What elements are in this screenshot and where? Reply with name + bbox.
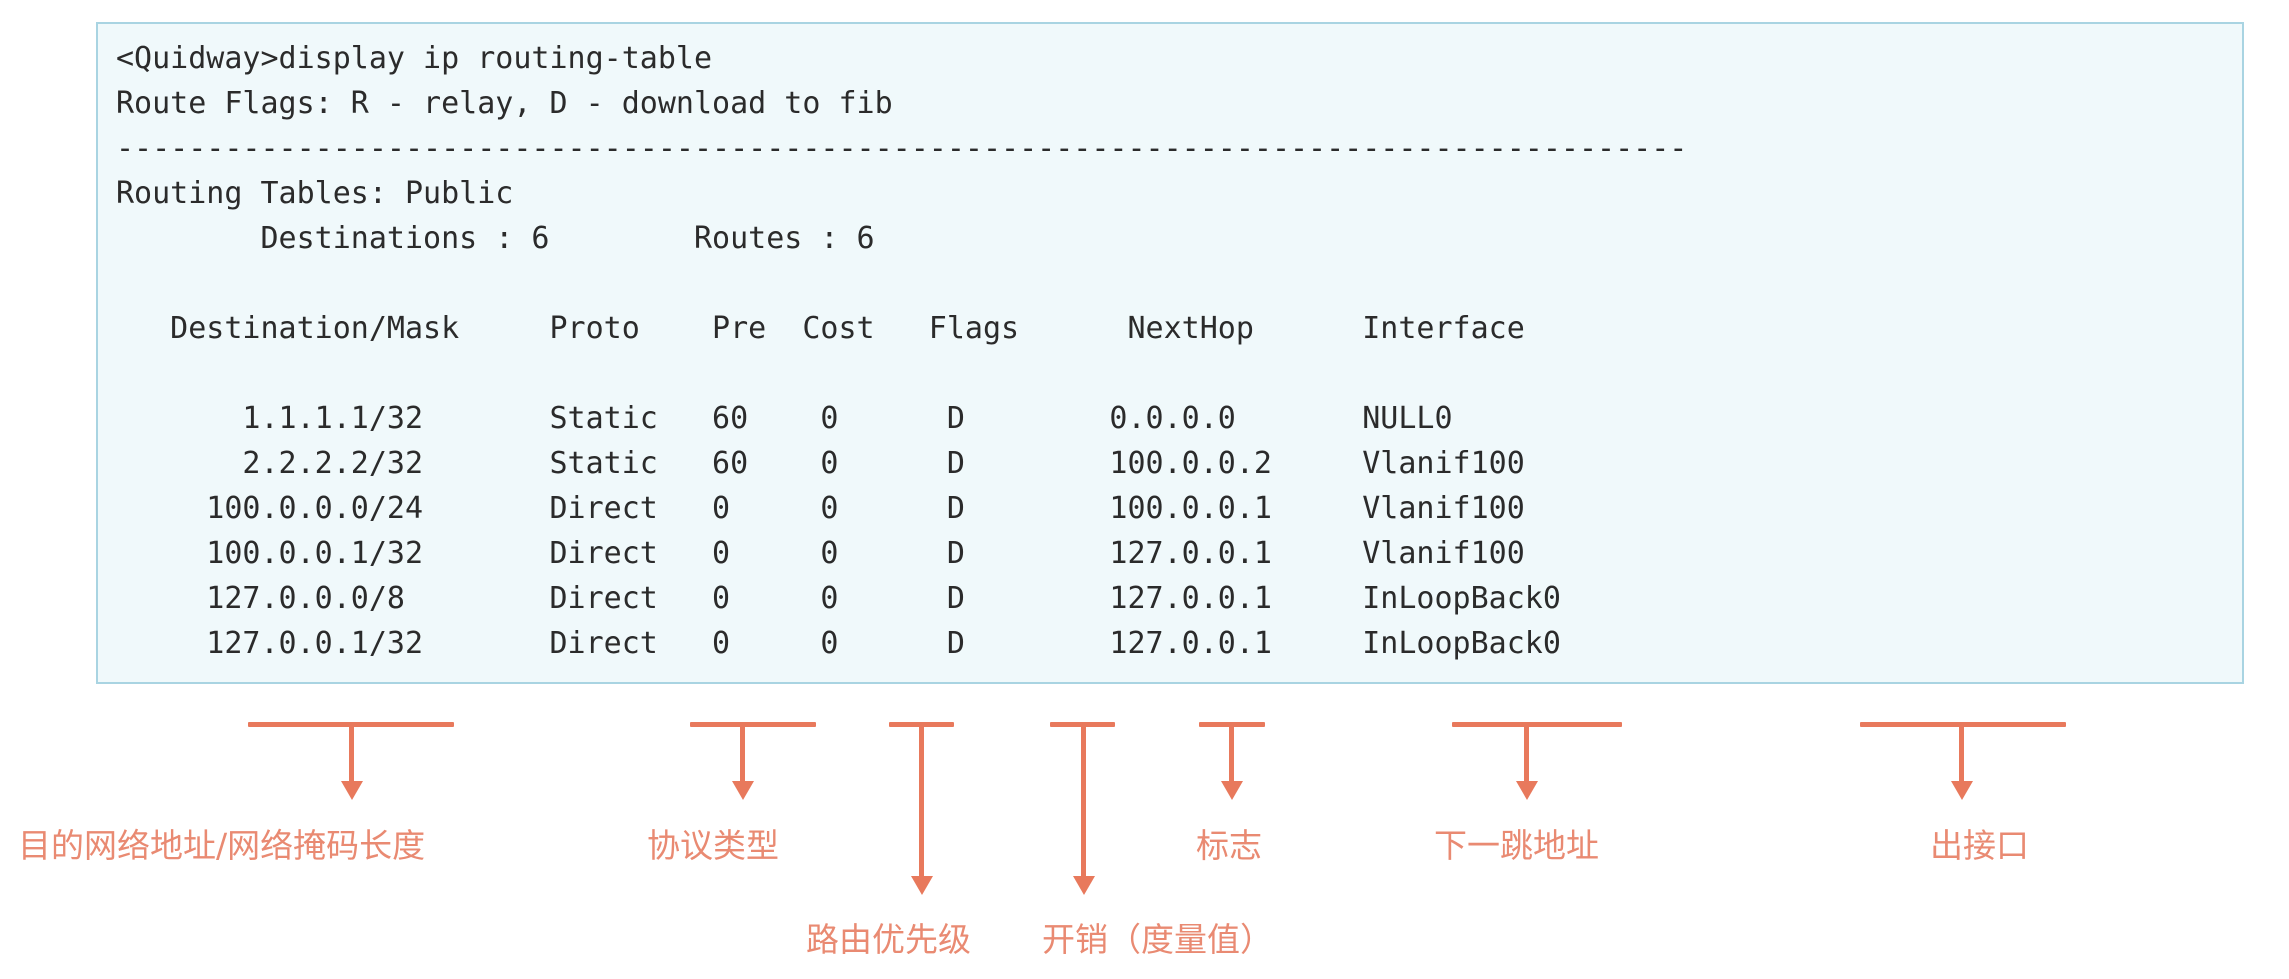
- leader-bar-pre: [889, 722, 954, 727]
- callout-label-interface: 出接口: [1930, 826, 2029, 865]
- callout-label-proto: 协议类型: [647, 826, 779, 865]
- leader-bar-cost: [1050, 722, 1115, 727]
- leader-bar-proto: [690, 722, 816, 727]
- arrow-head-icon: [1221, 781, 1243, 800]
- leader-bar-nexthop: [1452, 722, 1622, 727]
- callout-label-flags: 标志: [1196, 826, 1262, 865]
- callout-label-pre: 路由优先级: [806, 920, 971, 959]
- leader-bar-interface: [1860, 722, 2066, 727]
- cli-output-text: <Quidway>display ip routing-table Route …: [116, 41, 1688, 661]
- arrow-head-icon: [732, 781, 754, 800]
- callout-label-nexthop: 下一跳地址: [1434, 826, 1599, 865]
- arrow-head-icon: [1951, 781, 1973, 800]
- arrow-head-icon: [1073, 876, 1095, 895]
- leader-bar-destination-mask: [248, 722, 454, 727]
- leader-stem-proto: [740, 727, 745, 783]
- leader-stem-nexthop: [1524, 727, 1529, 783]
- callout-label-cost: 开销（度量值）: [1042, 920, 1273, 959]
- leader-bar-flags: [1199, 722, 1265, 727]
- leader-stem-destination-mask: [349, 727, 354, 783]
- leader-stem-cost: [1081, 727, 1086, 878]
- arrow-head-icon: [1516, 781, 1538, 800]
- callout-label-destination-mask: 目的网络地址/网络掩码长度: [18, 826, 426, 865]
- leader-stem-pre: [919, 727, 924, 878]
- leader-stem-flags: [1229, 727, 1234, 783]
- arrow-head-icon: [911, 876, 933, 895]
- arrow-head-icon: [341, 781, 363, 800]
- cli-output-panel: <Quidway>display ip routing-table Route …: [96, 22, 2244, 684]
- leader-stem-interface: [1959, 727, 1964, 783]
